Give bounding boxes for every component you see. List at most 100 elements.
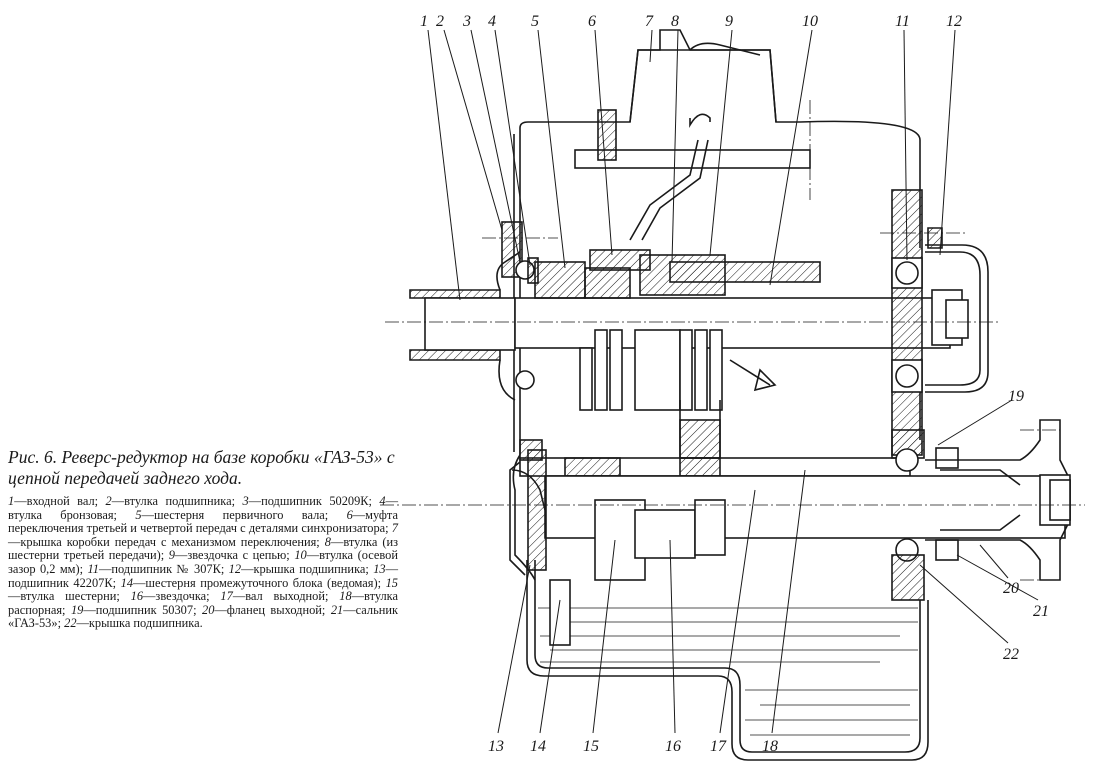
legend-entry: 21—сальник «ГАЗ-53»; [8, 602, 399, 631]
legend-text: втулка шестерни; [20, 589, 120, 604]
callout-3: 3 [462, 13, 471, 30]
legend-number: 11 [87, 561, 99, 576]
legend-text: шестерня первичного вала; [153, 507, 329, 522]
legend-text: звездочка; [155, 589, 210, 604]
output-shaft [509, 400, 1066, 646]
legend-number: 7 [391, 521, 398, 536]
callout-12: 12 [946, 13, 962, 30]
callout-10: 10 [802, 13, 818, 30]
callout-20: 20 [1003, 580, 1019, 597]
legend-text: крышка подшипника; [253, 561, 369, 576]
legend-entry: 6—муфта переключения третьей и четвертой… [8, 507, 398, 536]
legend-entry: 7—крышка коробки передач с механизмом пе… [8, 521, 398, 549]
callout-17: 17 [710, 738, 727, 755]
callout-16: 16 [665, 738, 681, 755]
callout-14: 14 [530, 738, 546, 755]
legend-text: звездочка с цепью; [187, 548, 290, 563]
legend-entry: 19—подшипник 50307; [70, 602, 197, 617]
parts-legend: 1—входной вал; 2—втулка подшипника; 3—по… [8, 494, 399, 631]
legend-entry: 9—звездочка с цепью; [168, 548, 290, 563]
legend-entry: 18—втулка распорная; [8, 589, 398, 617]
legend-entry: 5—шестерня первичного вала; [135, 507, 329, 522]
legend-number: 6 [346, 507, 353, 522]
axis-lines [380, 100, 1085, 581]
callout-5: 5 [531, 13, 539, 30]
caption-title: Рис. 6. Реверс-редуктор на базе коробки … [8, 447, 395, 488]
legend-text: подшипник 50307; [95, 602, 197, 617]
figure-caption: Рис. 6. Реверс-редуктор на базе коробки … [8, 447, 398, 631]
legend-entry: 22—крышка подшипника. [64, 616, 203, 631]
callout-7: 7 [645, 13, 654, 30]
legend-text: сальник «ГАЗ-53»; [8, 602, 399, 631]
legend-entry: 11—подшипник № 307К; [87, 561, 225, 576]
legend-entry: 3—подшипник 50209К; [242, 494, 372, 508]
callout-9: 9 [725, 13, 733, 30]
legend-entry: 14—шестерня промежуточного блока (ведома… [120, 575, 382, 590]
legend-number: 17 [220, 589, 233, 604]
legend-number: 12 [228, 561, 242, 576]
callout-leaders [427, 29, 1039, 734]
callout-labels: 1 2 3 4 5 6 7 8 9 10 11 12 13 14 15 16 1… [420, 13, 1049, 755]
legend-entry: 1—входной вал; [8, 494, 99, 508]
legend-text: вал выходной; [245, 589, 329, 604]
legend-number: 4 [379, 494, 386, 508]
callout-13: 13 [488, 738, 504, 755]
legend-number: 18 [339, 589, 352, 604]
legend-number: 8 [324, 534, 331, 549]
legend-number: 5 [135, 507, 142, 522]
legend-entry: 2—втулка подшипника; [105, 494, 236, 508]
legend-number: 20 [202, 602, 215, 617]
legend-text: крышка коробки передач с механизмом пере… [20, 534, 320, 549]
legend-text: фланец выходной; [226, 602, 326, 617]
legend-text: входной вал; [26, 494, 99, 508]
reverse-gearbox-drawing: 1 2 3 4 5 6 7 8 9 10 11 12 13 14 15 16 1… [380, 0, 1093, 777]
legend-text: шестерня промежуточного блока (ведомая); [145, 575, 382, 590]
legend-text: втулка распорная; [8, 589, 398, 617]
legend-text: втулка бронзовая; [8, 507, 117, 522]
legend-number: 21 [330, 602, 344, 617]
legend-text: втулка (осевой зазор 0,2 мм); [8, 548, 398, 576]
legend-text: подшипник 50209К; [261, 494, 372, 508]
callout-6: 6 [588, 13, 596, 30]
legend-number: 2 [105, 494, 112, 508]
callout-22: 22 [1003, 646, 1019, 663]
legend-number: 3 [242, 494, 249, 508]
legend-entry: 4—втулка бронзовая; [8, 494, 398, 522]
callout-15: 15 [583, 738, 599, 755]
legend-number: 15 [385, 575, 398, 590]
legend-entry: 15—втулка шестерни; [8, 575, 398, 604]
legend-text: крышка подшипника. [88, 616, 203, 631]
callout-11: 11 [895, 13, 910, 30]
legend-number: 19 [70, 602, 84, 617]
legend-number: 14 [120, 575, 134, 590]
callout-19: 19 [1008, 388, 1024, 405]
legend-number: 9 [168, 548, 175, 563]
legend-entry: 10—втулка (осевой зазор 0,2 мм); [8, 548, 398, 576]
legend-text: подшипник № 307К; [111, 561, 225, 576]
legend-text: втулка подшипника; [124, 494, 236, 508]
output-bearings-and-flange [891, 419, 1071, 601]
legend-text: муфта переключения третьей и четвертой п… [8, 507, 398, 536]
legend-number: 13 [373, 561, 386, 576]
legend-entry: 13—подшипник 42207К; [8, 561, 398, 590]
callout-8: 8 [671, 13, 679, 30]
legend-text: втулка (из шестерни третьей передачи); [8, 534, 398, 563]
legend-number: 10 [294, 548, 307, 563]
callout-1: 1 [420, 13, 428, 30]
input-shaft [409, 251, 521, 401]
legend-entry: 12—крышка подшипника; [228, 561, 369, 576]
callout-21: 21 [1033, 603, 1049, 620]
legend-number: 16 [130, 589, 144, 604]
legend-number: 1 [8, 494, 15, 508]
rear-bearing-assembly [891, 189, 989, 456]
legend-entry: 20—фланец выходной; [202, 602, 326, 617]
legend-entry: 17—вал выходной; [220, 589, 329, 604]
gearbox-housing [513, 49, 929, 761]
legend-text: подшипник 42207К; [8, 575, 117, 590]
callout-18: 18 [762, 738, 778, 755]
legend-entry: 8—втулка (из шестерни третьей передачи); [8, 534, 398, 563]
legend-entry: 16—звездочка; [130, 589, 210, 604]
shift-cover [574, 29, 811, 241]
cross-section-svg: 1 2 3 4 5 6 7 8 9 10 11 12 13 14 15 16 1… [380, 13, 1085, 761]
callout-2: 2 [436, 13, 444, 30]
